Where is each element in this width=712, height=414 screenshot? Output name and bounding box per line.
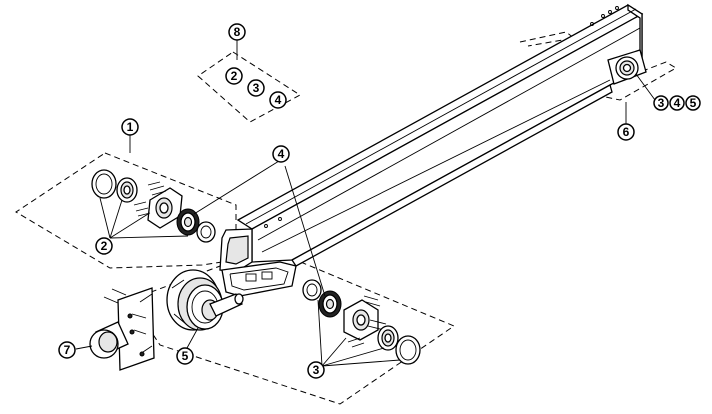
callout-8-label: 8	[234, 25, 241, 39]
svg-text:4: 4	[674, 96, 681, 110]
mount-plate	[117, 287, 155, 371]
group-6-boundary	[585, 61, 677, 101]
right-bearing-assembly	[302, 279, 421, 365]
callout-7-label: 7	[64, 343, 71, 357]
callout-right-4: 4	[669, 95, 685, 111]
callout-7: 7	[58, 341, 76, 359]
callout-right-3: 3	[653, 95, 669, 111]
callout-6-label: 6	[623, 125, 630, 139]
washer-bottom	[302, 279, 322, 301]
callout-3-label: 3	[313, 363, 320, 377]
callout-2-label: 2	[101, 239, 108, 253]
pulley	[166, 269, 244, 331]
svg-text:2: 2	[231, 69, 238, 83]
svg-text:3: 3	[658, 96, 665, 110]
group-1-boundary	[15, 152, 237, 269]
callout-8-part-3: 3	[247, 79, 265, 97]
callout-1-label: 1	[127, 120, 134, 134]
washer	[196, 221, 216, 243]
callout-3: 3	[307, 361, 325, 379]
callout-5-label: 5	[182, 349, 189, 363]
main-beam	[219, 3, 647, 297]
top-dashed-bracket	[519, 31, 576, 47]
callout-1: 1	[121, 118, 139, 136]
callout-6: 6	[617, 123, 635, 141]
group-boundaries	[15, 31, 677, 405]
flange-bolts	[133, 181, 167, 217]
callout-4: 4	[272, 145, 290, 163]
callout-5: 5	[176, 347, 194, 365]
callout-8-part-2: 2	[225, 67, 243, 85]
callout-8-part-4: 4	[269, 91, 287, 109]
svg-text:3: 3	[253, 81, 260, 95]
svg-text:5: 5	[690, 96, 697, 110]
callout-4-label: 4	[278, 147, 285, 161]
callout-right-5: 5	[685, 95, 701, 111]
callout-8: 8	[228, 23, 246, 41]
group-8-boundary	[197, 51, 301, 123]
callout-2: 2	[95, 237, 113, 255]
motor-mount	[89, 287, 155, 371]
svg-text:4: 4	[275, 93, 282, 107]
left-bearing-assembly	[91, 169, 216, 243]
leader-lines	[75, 40, 656, 367]
